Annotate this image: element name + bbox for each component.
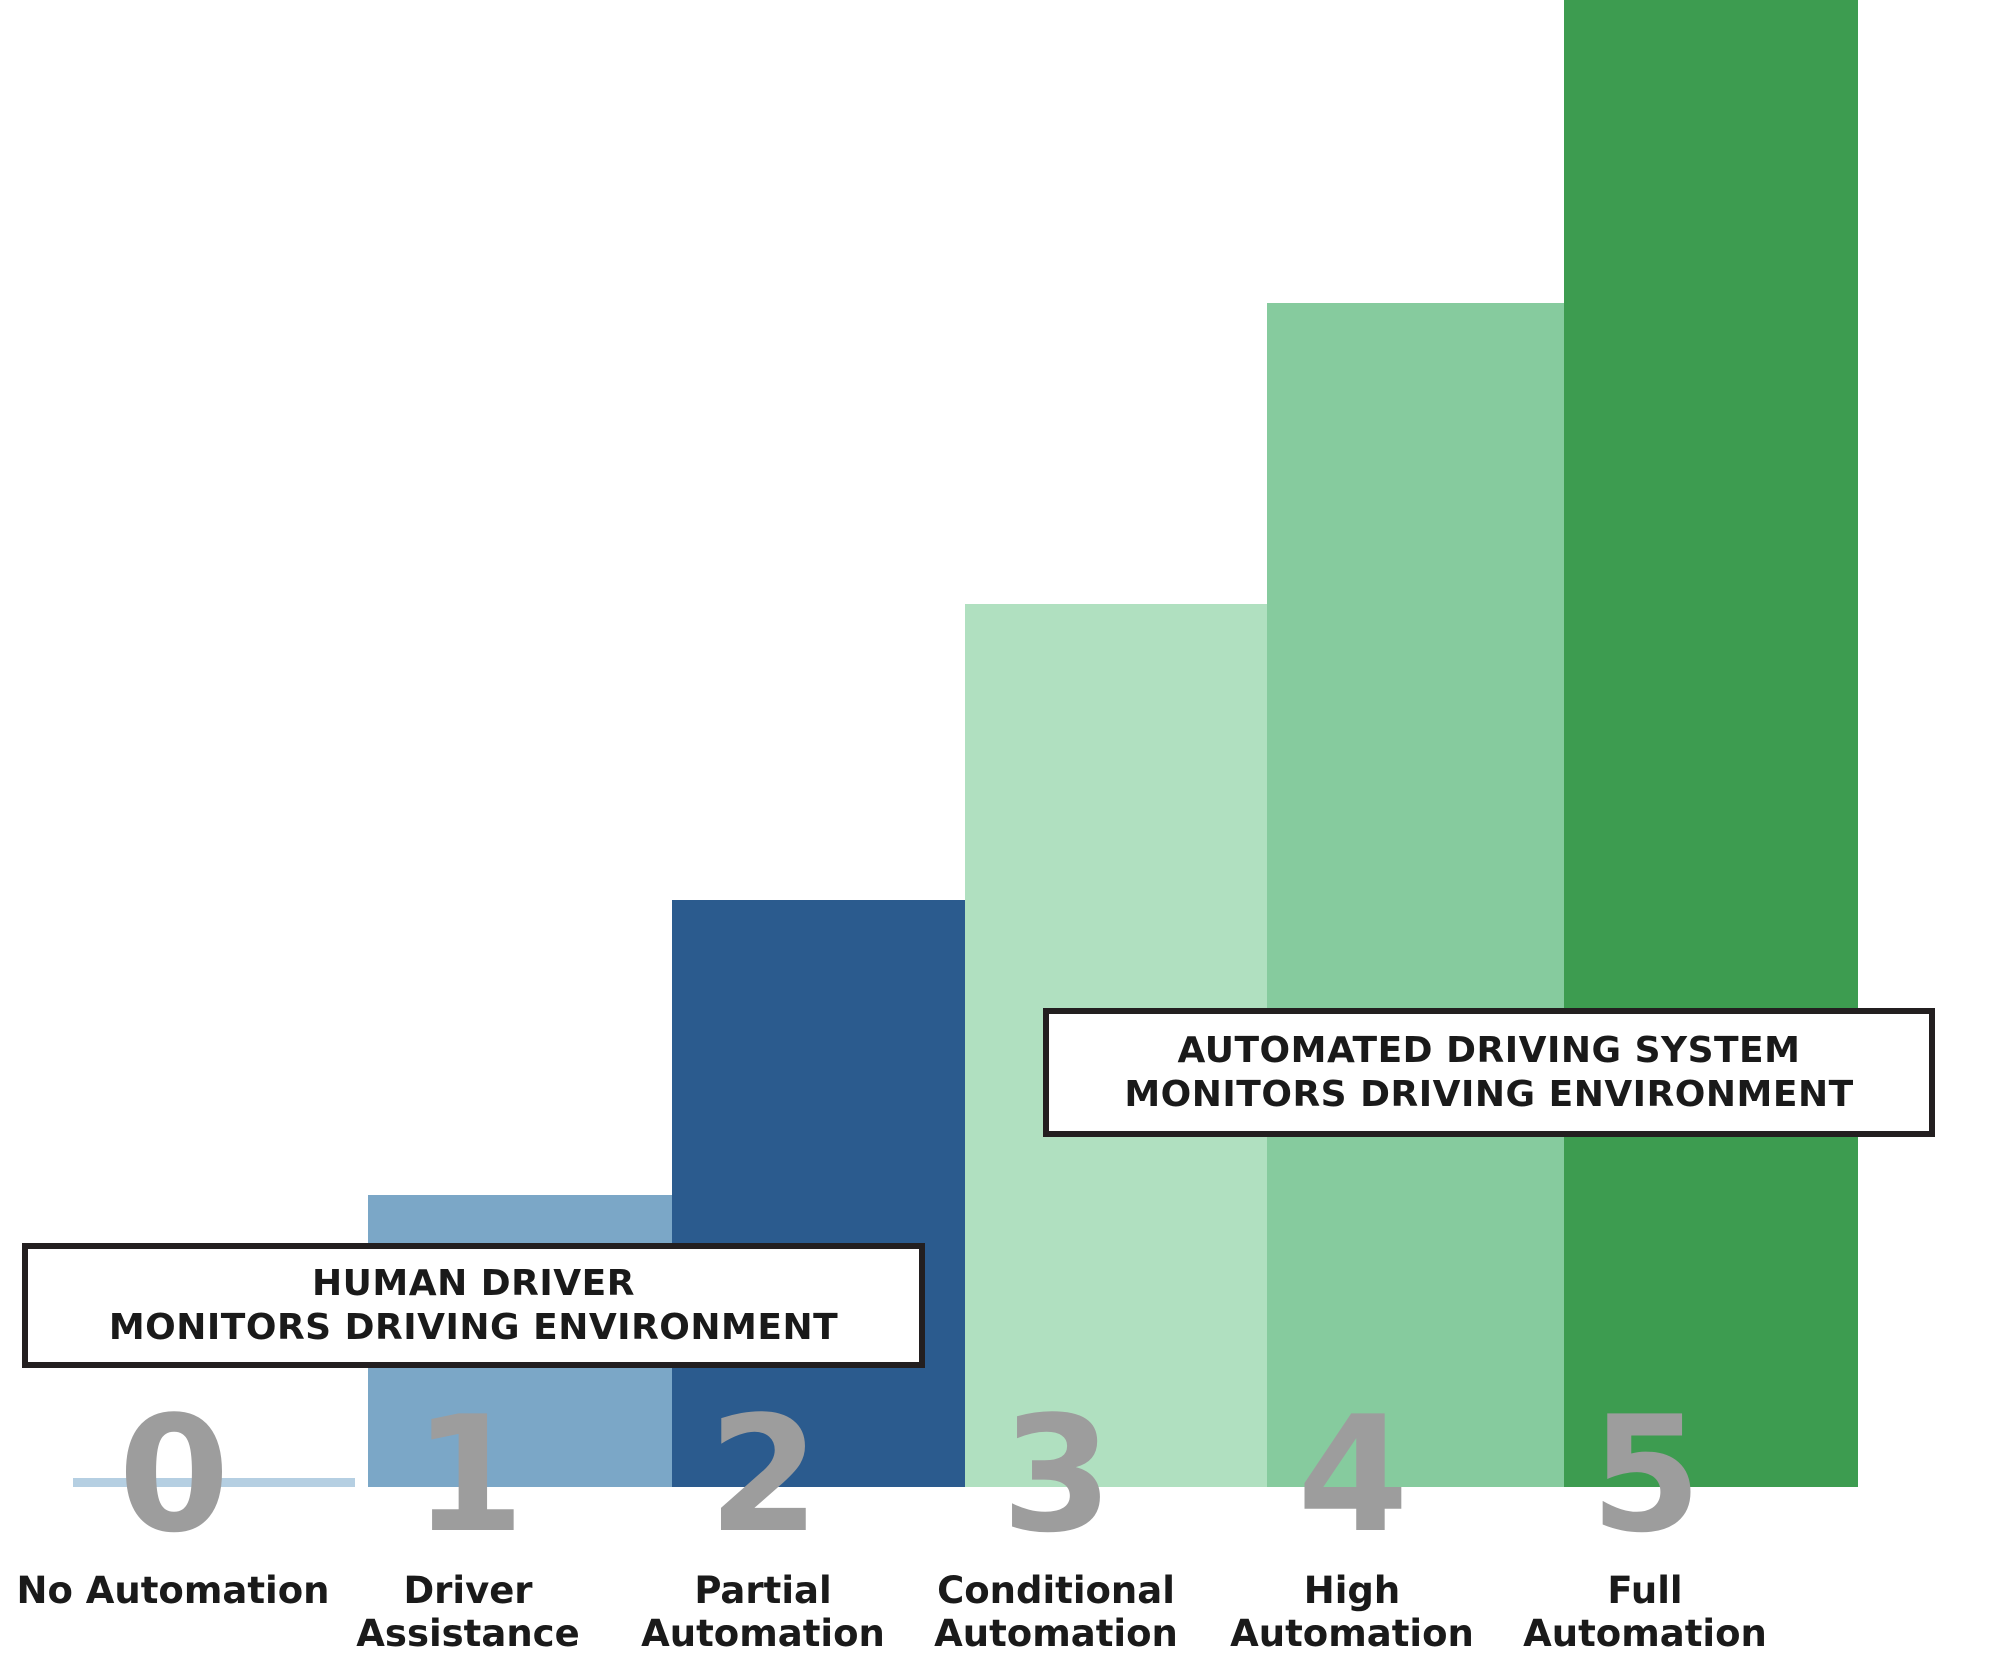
callout-automated-driving-system-monitors: AUTOMATED DRIVING SYSTEM MONITORS DRIVIN… [1043,1008,1935,1137]
category-label-level-2: Partial Automation [641,1569,885,1655]
bar-level-0 [73,1478,355,1487]
bar-level-5 [1564,0,1858,1487]
level-number-5: 5 [1590,1381,1701,1568]
category-label-level-5: Full Automation [1523,1569,1767,1655]
category-label-level-4: High Automation [1230,1569,1474,1655]
level-number-3: 3 [1001,1381,1112,1568]
level-number-0: 0 [118,1381,229,1568]
level-number-1: 1 [413,1381,524,1568]
level-number-4: 4 [1297,1381,1408,1568]
category-label-level-1: Driver Assistance [356,1569,580,1655]
bar-level-4 [1267,303,1564,1487]
category-label-level-0: No Automation [16,1569,330,1612]
callout-human-driver-monitors: HUMAN DRIVER MONITORS DRIVING ENVIRONMEN… [22,1243,925,1368]
level-number-2: 2 [708,1381,819,1568]
bar-level-2 [672,900,965,1487]
category-label-level-3: Conditional Automation [934,1569,1178,1655]
